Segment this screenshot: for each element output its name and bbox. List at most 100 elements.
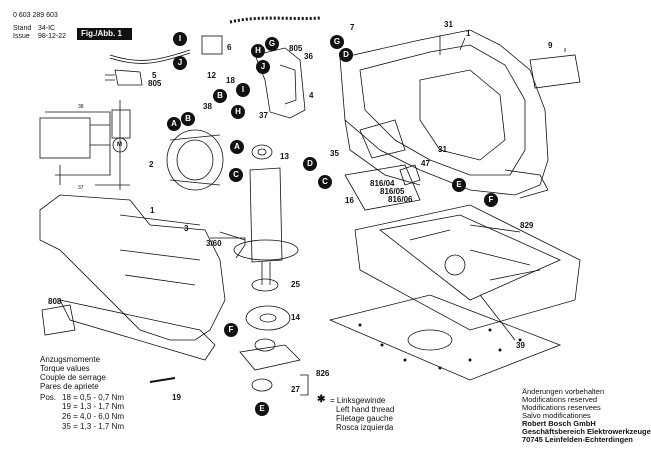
badge-j: J — [173, 56, 187, 70]
callout-1: 1 — [466, 29, 471, 38]
badge-c: C — [229, 168, 243, 182]
armature — [249, 167, 283, 263]
callout-5: 5 — [152, 71, 157, 80]
thread-note-fr: Filetage gauche — [336, 414, 393, 423]
callout-7: 7 — [350, 23, 355, 32]
torque-title-es: Pares de apriete — [40, 382, 99, 391]
wiring-label-37: 37 — [78, 185, 84, 191]
badge-c: C — [318, 175, 332, 189]
asterisk-symbol: ✱ — [317, 394, 326, 405]
callout-4: 4 — [309, 91, 314, 100]
callout-31: 31 — [438, 145, 447, 154]
callout-6: 6 — [227, 43, 232, 52]
publisher-note: Änderungen vorbehalten — [522, 387, 605, 396]
torque-title-de: Anzugsmomente — [40, 355, 101, 364]
stand-label: Stand — [13, 25, 32, 32]
sanding-sheet — [328, 294, 562, 381]
callout-35: 35 — [330, 149, 339, 158]
switch-assembly — [254, 47, 306, 119]
callout-25: 25 — [291, 280, 300, 289]
badge-e: E — [255, 402, 269, 416]
callout-805: 805 — [148, 79, 162, 88]
callout-826: 826 — [316, 369, 330, 378]
washer-25 — [251, 278, 279, 292]
publisher-note: Modifications reservees — [522, 403, 601, 412]
torque-row: 26 = 4,0 - 6,0 Nm — [62, 412, 125, 421]
badge-b: B — [181, 112, 195, 126]
eccentric — [239, 344, 301, 371]
badge-a: A — [167, 117, 181, 131]
torque-row: 18 = 0,5 - 0,7 Nm — [62, 393, 125, 402]
badge-d: D — [339, 48, 353, 62]
callout-14: 14 — [291, 313, 300, 322]
thread-note-de: = Linksgewinde — [330, 396, 386, 405]
power-plug — [114, 69, 143, 86]
motor-symbol: M — [117, 142, 122, 148]
callout-2: 2 — [149, 160, 154, 169]
callout-1: 1 — [150, 206, 155, 215]
callout-47: 47 — [421, 159, 430, 168]
stand-value: 34-IC — [38, 25, 56, 32]
callout-12: 12 — [207, 71, 216, 80]
badge-i: I — [236, 83, 250, 97]
thread-note-es: Rosca izquierda — [336, 423, 394, 432]
callout-39: 39 — [516, 341, 525, 350]
callout-16: 16 — [345, 196, 354, 205]
label-808 — [41, 304, 76, 336]
callout-13: 13 — [280, 152, 289, 161]
torque-title-fr: Couple de serrage — [40, 373, 106, 382]
torque-row: 19 = 1,3 - 1,7 Nm — [62, 402, 125, 411]
torque-pos-label: Pos. — [40, 393, 57, 402]
callout-37: 37 — [259, 111, 268, 120]
badge-g: G — [330, 35, 344, 49]
badge-b: B — [213, 89, 227, 103]
bearing-27 — [251, 378, 273, 392]
badge-g: G — [265, 37, 279, 51]
badge-f: F — [484, 193, 498, 207]
label-sticker — [529, 54, 581, 89]
publisher-division: Geschäftsbereich Elektrowerkzeuge — [522, 427, 651, 436]
bearing-14 — [245, 305, 291, 331]
callout-816-04: 816/04 — [370, 179, 395, 188]
wiring-label-38: 38 — [78, 104, 84, 110]
torque-row: 35 = 1,3 - 1,7 Nm — [62, 422, 125, 431]
callout-3: 3 — [184, 224, 189, 233]
badge-a: A — [230, 140, 244, 154]
publisher-company: Robert Bosch GmbH — [522, 419, 596, 428]
badge-d: D — [303, 157, 317, 171]
badge-e: E — [452, 178, 466, 192]
badge-h: H — [251, 44, 265, 58]
badge-j: J — [256, 60, 270, 74]
sanding-pad — [354, 204, 581, 331]
bearing-13 — [251, 144, 273, 160]
callout-38: 38 — [203, 102, 212, 111]
callout-3-60: 3/60 — [206, 239, 222, 248]
callout-808: 808 — [48, 297, 62, 306]
screw-19 — [149, 377, 176, 383]
callout-31: 31 — [444, 20, 453, 29]
cable-clamp — [201, 35, 223, 55]
power-cable — [109, 49, 191, 61]
callout-9: 9 — [548, 41, 553, 50]
housing-shell — [339, 29, 549, 196]
stator — [166, 129, 224, 191]
tool-housing — [39, 194, 226, 341]
badge-f: F — [224, 323, 238, 337]
brush-holder — [399, 164, 421, 186]
part-number: 0 603 289 603 — [13, 12, 58, 19]
thread-note-en: Left hand thread — [336, 405, 395, 414]
switch-block — [359, 119, 406, 159]
callout-36: 36 — [304, 52, 313, 61]
issue-value: 98-12-22 — [38, 33, 67, 40]
callout-816-06: 816/06 — [388, 195, 413, 204]
callout-27: 27 — [291, 385, 300, 394]
cable-guard — [229, 16, 321, 24]
torque-title-en: Torque values — [40, 364, 90, 373]
callout-816-05: 816/05 — [380, 187, 405, 196]
publisher-note: Salvo modificationes — [522, 411, 591, 420]
publisher-address: 70745 Leinfelden-Echterdingen — [522, 435, 633, 444]
callout-829: 829 — [520, 221, 534, 230]
base-plate — [59, 299, 216, 361]
issue-label: Issue — [13, 33, 30, 40]
